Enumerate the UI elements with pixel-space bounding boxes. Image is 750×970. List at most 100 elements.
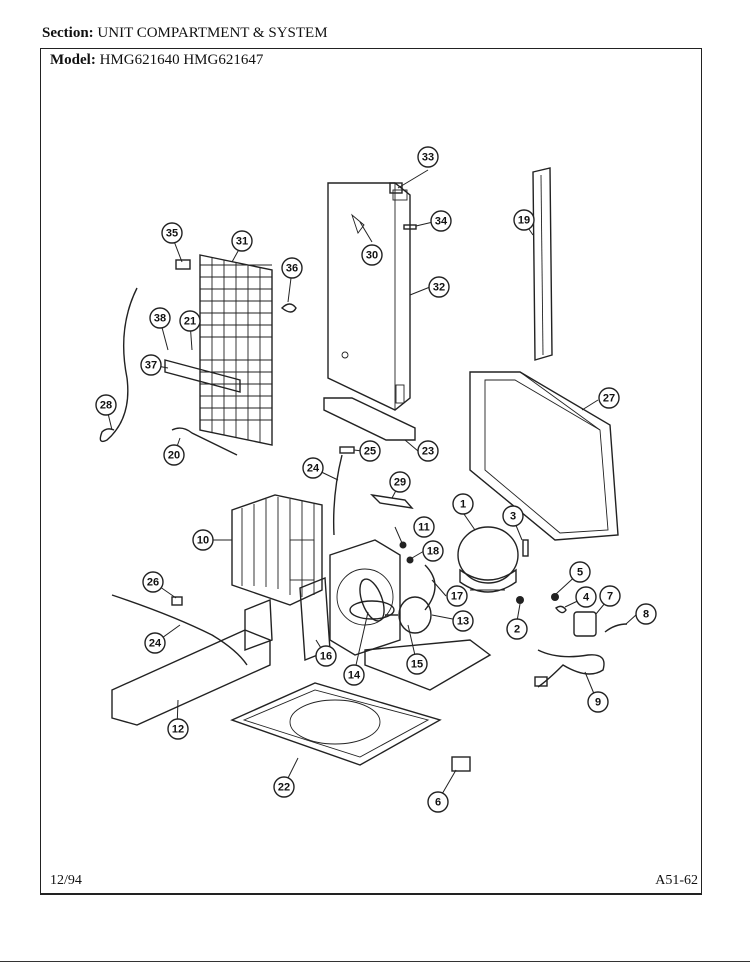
callout-circle xyxy=(635,603,657,625)
callout-1: 1 xyxy=(452,493,474,515)
callout-label: 34 xyxy=(435,216,448,228)
callout-2: 2 xyxy=(506,618,528,640)
callout-21: 21 xyxy=(179,310,201,332)
callout-circle xyxy=(281,257,303,279)
callout-label: 21 xyxy=(184,316,196,328)
callout-12: 12 xyxy=(167,718,189,740)
callout-label: 36 xyxy=(286,263,298,275)
callout-38: 38 xyxy=(149,307,171,329)
bracket-drawing xyxy=(389,182,403,194)
callout-label: 25 xyxy=(364,446,376,458)
fan-bracket-drawing xyxy=(369,493,414,509)
callout-circle xyxy=(95,394,117,416)
diagram-frame xyxy=(40,48,702,894)
callout-label: 14 xyxy=(348,670,361,682)
callout-circle xyxy=(569,561,591,583)
callout-circle xyxy=(428,276,450,298)
callout-label: 29 xyxy=(394,477,406,489)
tube-upper-drawing xyxy=(333,454,343,536)
drain-plug-drawing xyxy=(171,596,183,606)
callout-16: 16 xyxy=(315,645,337,667)
callout-label: 28 xyxy=(100,400,112,412)
callout-circle xyxy=(142,571,164,593)
callout-circle xyxy=(427,791,449,813)
callout-label: 6 xyxy=(435,797,441,809)
relay-drawing xyxy=(554,605,567,614)
callout-15: 15 xyxy=(406,653,428,675)
callout-label: 16 xyxy=(320,651,332,663)
pin-drawing xyxy=(403,224,417,230)
callout-26: 26 xyxy=(142,571,164,593)
callout-8: 8 xyxy=(635,603,657,625)
callout-circle xyxy=(446,585,468,607)
callout-5: 5 xyxy=(569,561,591,583)
callout-circle xyxy=(587,691,609,713)
callout-circle xyxy=(315,645,337,667)
grommet-2-drawing xyxy=(516,596,524,604)
callout-30: 30 xyxy=(361,244,383,266)
callout-19: 19 xyxy=(513,209,535,231)
callout-17: 17 xyxy=(446,585,468,607)
callout-label: 13 xyxy=(457,616,469,628)
wire-support-drawing xyxy=(171,427,238,456)
callout-circle xyxy=(417,440,439,462)
callout-group: 1234567891011121314151617181920212223242… xyxy=(95,146,657,813)
rail-drawing xyxy=(111,629,271,726)
callout-label: 32 xyxy=(433,282,445,294)
callout-circle xyxy=(413,516,435,538)
callout-6: 6 xyxy=(427,791,449,813)
callout-label: 8 xyxy=(643,609,649,621)
overload-drawing xyxy=(573,611,597,637)
fan-motor-drawing xyxy=(385,596,432,634)
model-value: HMG621640 HMG621647 xyxy=(99,52,264,68)
callout-label: 35 xyxy=(166,228,178,240)
callout-25: 25 xyxy=(359,440,381,462)
callout-circle xyxy=(163,444,185,466)
callout-circle xyxy=(417,146,439,168)
callout-circle xyxy=(599,585,621,607)
drain-pan-drawing xyxy=(230,682,442,766)
callout-4: 4 xyxy=(575,586,597,608)
insulation-panel-drawing xyxy=(469,371,619,541)
power-cord-drawing xyxy=(537,649,605,688)
section-label: Section: xyxy=(42,25,94,41)
callout-label: 11 xyxy=(418,522,430,534)
section-heading: Section: UNIT COMPARTMENT & SYSTEM xyxy=(42,25,328,42)
callout-circle xyxy=(506,618,528,640)
callout-37: 37 xyxy=(140,354,162,376)
fan-blade-drawing xyxy=(349,578,395,622)
callout-31: 31 xyxy=(231,230,253,252)
revision-date: 12/94 xyxy=(50,873,82,888)
callout-34: 34 xyxy=(430,210,452,232)
callout-label: 38 xyxy=(154,313,166,325)
callout-circle xyxy=(389,471,411,493)
callout-circle xyxy=(598,387,620,409)
callout-11: 11 xyxy=(413,516,435,538)
callout-33: 33 xyxy=(417,146,439,168)
callout-circle xyxy=(231,230,253,252)
base-drawing xyxy=(364,639,492,691)
bolt-drawing xyxy=(522,539,529,557)
callout-circle xyxy=(302,457,324,479)
callout-circle xyxy=(192,529,214,551)
callout-label: 5 xyxy=(577,567,583,579)
callout-label: 19 xyxy=(518,215,530,227)
callout-10: 10 xyxy=(192,529,214,551)
callout-label: 23 xyxy=(422,446,434,458)
callout-circle xyxy=(179,310,201,332)
callout-label: 1 xyxy=(460,499,466,511)
callout-circle xyxy=(452,610,474,632)
callout-label: 27 xyxy=(603,393,615,405)
callout-circle xyxy=(422,540,444,562)
callout-23: 23 xyxy=(417,440,439,462)
callout-label: 24 xyxy=(307,463,320,475)
callout-24: 24 xyxy=(302,457,324,479)
callout-label: 4 xyxy=(583,592,590,604)
callout-label: 10 xyxy=(197,535,209,547)
callout-circle xyxy=(144,632,166,654)
callout-circle xyxy=(149,307,171,329)
callout-circle xyxy=(575,586,597,608)
callout-label: 3 xyxy=(510,511,516,523)
callout-label: 20 xyxy=(168,450,180,462)
callout-9: 9 xyxy=(587,691,609,713)
